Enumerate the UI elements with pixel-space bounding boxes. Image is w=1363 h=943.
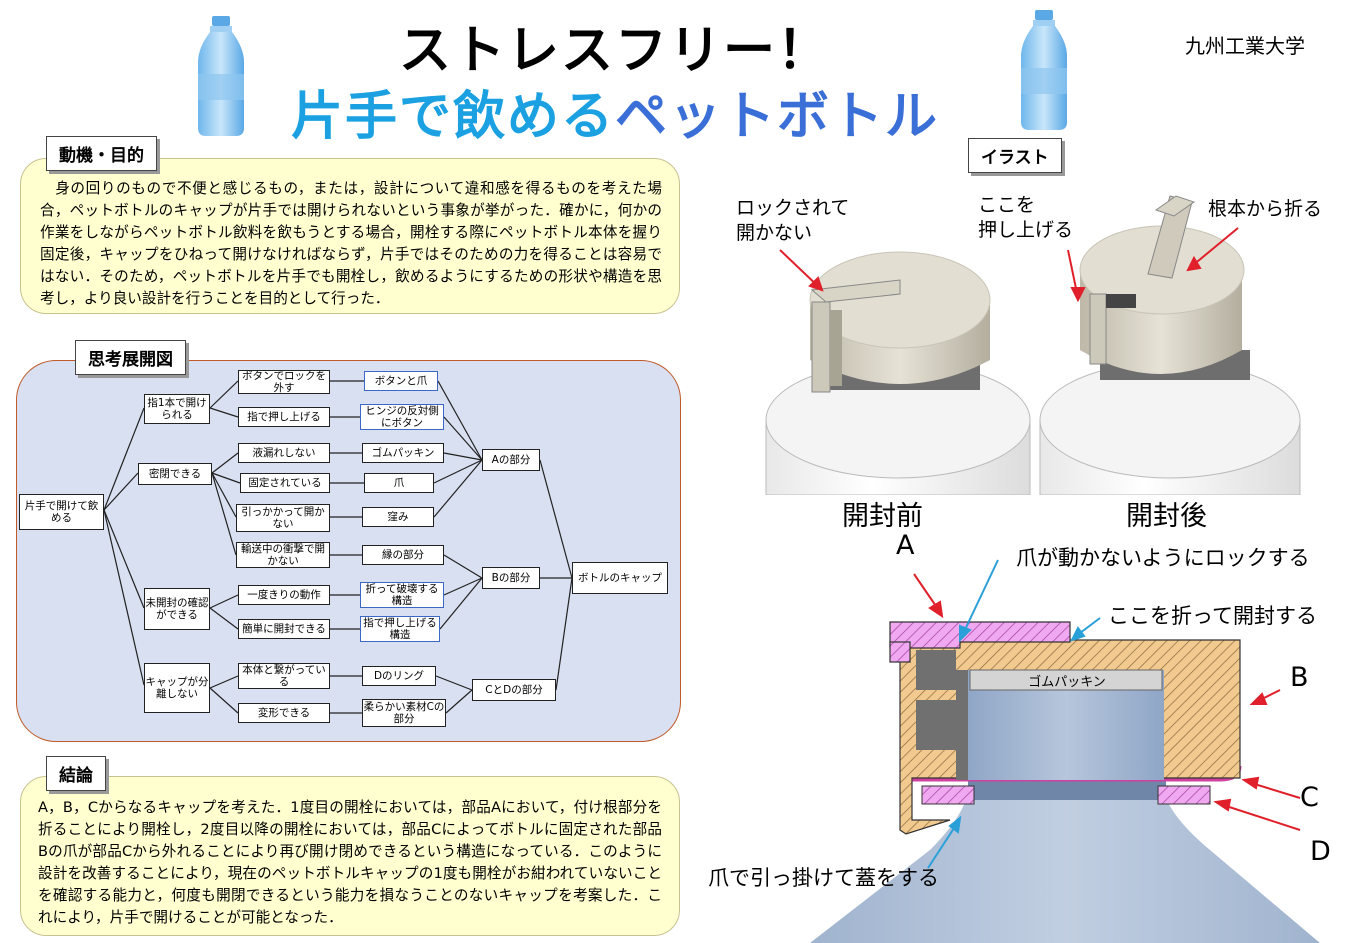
label-break-root: 根本から折る [1208,198,1323,220]
conclusion-heading: 結論 [46,756,106,791]
mindmap-l2: 一度きりの動作 [238,585,330,605]
mindmap-part: Bの部分 [482,567,540,589]
cap-cross-section [810,559,1320,943]
mindmap-l2: 変形できる [238,703,330,723]
mindmap-l2: 液漏れしない [238,443,330,463]
motive-heading: 動機・目的 [46,136,157,171]
mindmap-l3: 爪 [364,473,434,493]
illustration-heading: イラスト [968,138,1062,173]
section-label-b: B [1290,662,1309,693]
thinking-map-panel [16,360,681,742]
mindmap-l3: Dのリング [362,666,436,686]
note-fold-open: ここを折って開封する [1108,604,1317,628]
motive-box [20,158,680,314]
mindmap-l2: 引っかかって開かない [236,504,330,532]
conclusion-text: A，B，Cからなるキャップを考えた．1度目の開栓においては，部品Aにおいて，付け… [38,799,662,926]
cap-3d-illustration [765,195,1301,495]
mindmap-l3: 柔らかい素材Cの部分 [362,699,446,727]
section-label-d: D [1310,836,1331,867]
mindmap-l2: 指で押し上げる [238,407,330,427]
section-label-c: C [1300,782,1319,813]
mindmap-l3: 指で押し上げる構造 [360,616,440,642]
poster-title-line2: 片手で飲めるペットボトル [0,74,1230,149]
mindmap-l2: 輸送中の衝撃で開かない [236,542,330,568]
mindmap-final: ボトルのキャップ [572,562,668,594]
mindmap-l2: ボタンでロックを外す [238,370,330,394]
mindmap-l1: 未開封の確認ができる [144,588,210,630]
note-lock-claw: 爪が動かないようにロックする [1016,546,1310,570]
label-locked: ロックされて 開かない [736,197,850,244]
poster-title-line1: ストレスフリー！ [398,21,831,81]
mindmap-connectors [103,380,573,714]
note-hook-lid: 爪で引っ掛けて蓋をする [708,866,939,890]
mindmap-l2: 固定されている [240,473,330,493]
mindmap-l3: ヒンジの反対側にボタン [360,404,444,430]
mindmap-l1: 密閉できる [138,463,212,485]
mindmap-l2: 簡単に開封できる [238,619,330,639]
label-push-up: ここを 押し上げる [978,194,1074,241]
title-part1: 片手で飲める [290,87,615,147]
caption-after-opening: 開封後 [1126,501,1207,532]
mindmap-l1: キャップが分離しない [144,663,210,713]
motive-text: 身の回りのもので不便と感じるもの，または，設計について違和感を得るものを考えた場… [40,180,662,307]
caption-before-opening: 開封前 [842,501,923,532]
thinking-map-heading: 思考展開図 [75,340,186,375]
mindmap-l2: 本体と繋がっている [238,663,330,689]
packing-label: ゴムパッキン [1028,675,1106,690]
mindmap-l1: 指1本で開けられる [144,394,210,424]
conclusion-box [20,776,680,936]
mindmap-part: CとDの部分 [472,679,556,701]
section-label-a: A [896,530,915,561]
mindmap-part: Aの部分 [482,449,540,471]
university-name: 九州工業大学 [1185,34,1305,58]
mindmap-l3: ゴムパッキン [362,443,444,463]
bottle-icon-right [1021,10,1067,130]
mindmap-l3: 折って破壊する構造 [360,582,444,608]
title-part2: ペットボトル [615,87,940,147]
mindmap-root: 片手で開けて飲める [19,494,104,530]
mindmap-l3: 窪み [362,507,434,527]
bottle-icon-left [198,16,244,136]
mindmap-l3: 縁の部分 [362,545,444,565]
mindmap-l3: ボタンと爪 [364,371,438,391]
